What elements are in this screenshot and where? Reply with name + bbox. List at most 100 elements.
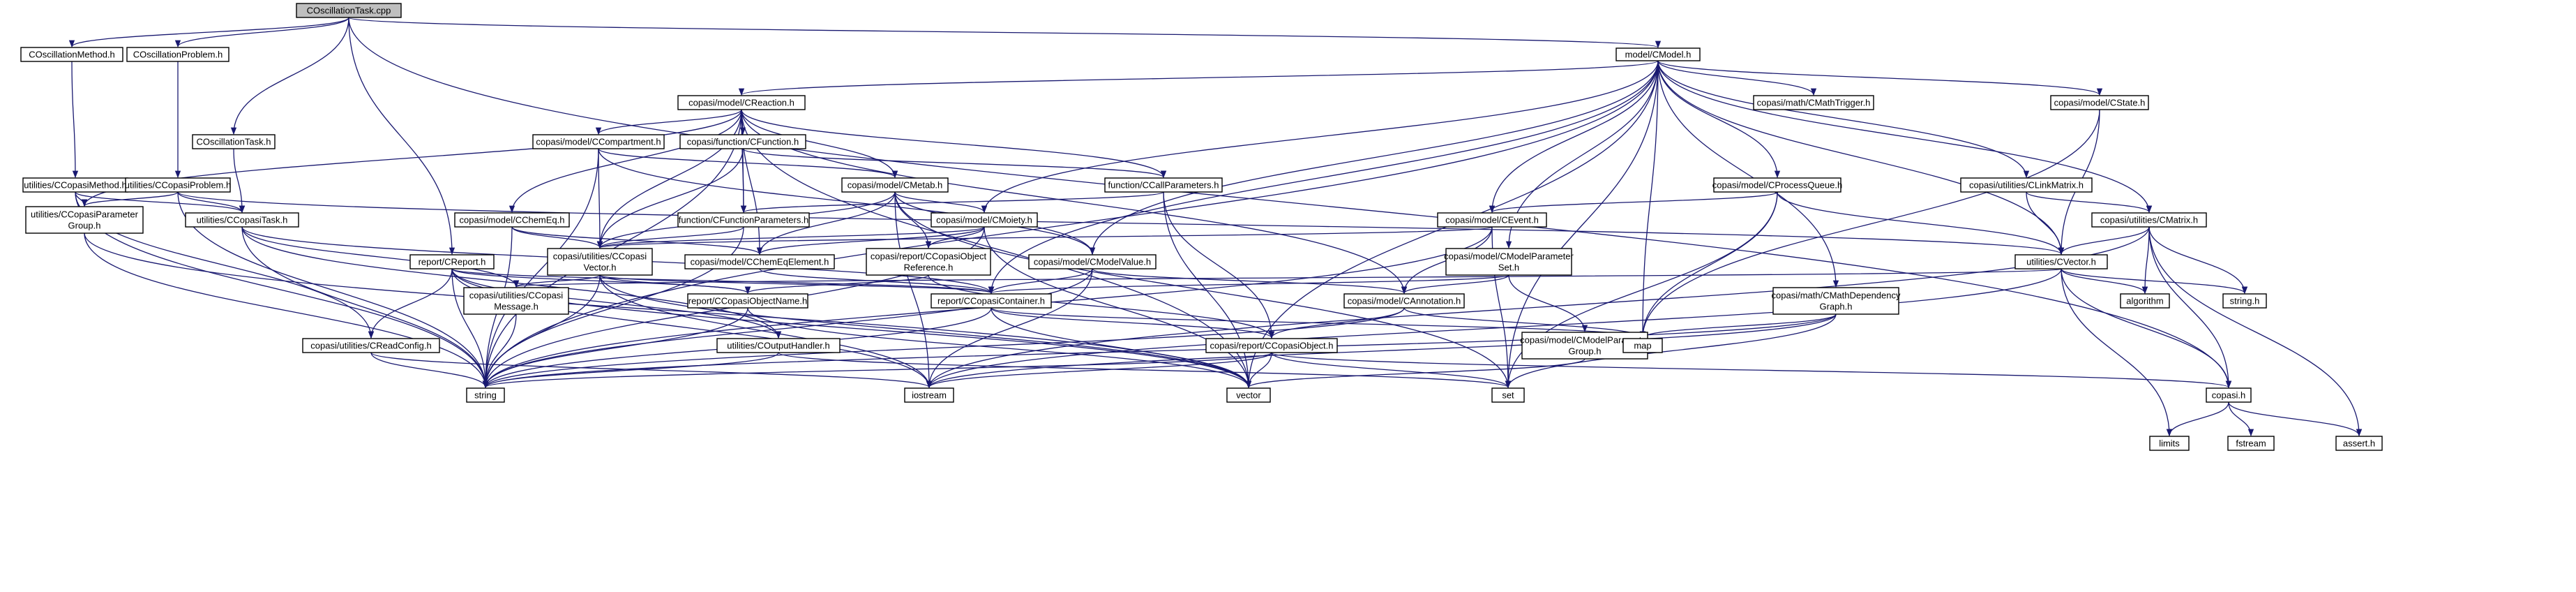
- edge-ccopasivector-to-string: [482, 274, 601, 389]
- edge-ccopasiproblem-to-string: [177, 191, 489, 389]
- node-box: [1772, 287, 1899, 315]
- node-ccopasiproblem[interactable]: utilities/CCopasiProblem.h: [125, 177, 231, 193]
- node-ccopasimethod[interactable]: utilities/CCopasiMethod.h: [22, 177, 128, 193]
- edge-clinkmatrix-to-cmatrix: [2026, 191, 2153, 214]
- node-cevent[interactable]: copasi/model/CEvent.h: [1437, 212, 1547, 228]
- edge-cmoiety-to-ccopasivector: [597, 226, 985, 249]
- edge-root-to-copasi_h: [348, 17, 2232, 389]
- node-ccopasiobject[interactable]: copasi/report/CCopasiObject.h: [1205, 338, 1338, 353]
- node-cchemeq[interactable]: copasi/model/CChemEq.h: [454, 212, 570, 228]
- node-string: string: [466, 387, 505, 403]
- node-cmodel[interactable]: model/CModel.h: [1615, 47, 1701, 61]
- node-cmathtrigger[interactable]: copasi/math/CMathTrigger.h: [1753, 95, 1874, 110]
- node-label: Group.h: [1569, 346, 1602, 356]
- edge-cvector-to-string_h: [2061, 268, 2248, 295]
- node-set: set: [1491, 387, 1525, 403]
- edge-coscillationtask-to-ccopasitask: [233, 148, 246, 214]
- edge-cmodelparamset-to-cannotation: [1401, 274, 1509, 295]
- node-box: [2091, 212, 2207, 228]
- node-coutputhandler[interactable]: utilities/COutputHandler.h: [716, 338, 841, 353]
- edge-creadconfig-to-string: [370, 352, 489, 389]
- node-label: copasi/model/CAnnotation.h: [1348, 295, 1461, 306]
- node-box: [679, 134, 806, 149]
- edge-creport-to-string: [451, 268, 489, 389]
- edge-cfunction-to-ccopasivector: [596, 148, 744, 249]
- node-label: copasi/utilities/CMatrix.h: [2100, 214, 2198, 225]
- edge-creport-to-iostream: [451, 268, 933, 389]
- node-ccopasitask[interactable]: utilities/CCopasiTask.h: [185, 212, 299, 228]
- node-creport[interactable]: report/CReport.h: [409, 254, 495, 269]
- node-cmodelvalue[interactable]: copasi/model/CModelValue.h: [1028, 254, 1157, 269]
- node-label: copasi.h: [2212, 390, 2245, 400]
- node-ccallparams[interactable]: function/CCallParameters.h: [1104, 177, 1223, 193]
- node-cvector[interactable]: utilities/CVector.h: [2014, 254, 2108, 269]
- node-label: utilities/COutputHandler.h: [727, 340, 829, 350]
- edge-cmodelvalue-to-iostream: [926, 268, 1093, 389]
- node-creadconfig[interactable]: copasi/utilities/CReadConfig.h: [302, 338, 440, 353]
- node-box: [1104, 177, 1223, 193]
- node-cmetab[interactable]: copasi/model/CMetab.h: [841, 177, 949, 193]
- node-cfuncparams[interactable]: function/CFunctionParameters.h: [677, 212, 810, 228]
- node-copasi_h[interactable]: copasi.h: [2206, 387, 2252, 403]
- node-label: vector: [1236, 390, 1261, 400]
- edge-ccopasicontainer-to-ccopasiobject: [991, 307, 1274, 339]
- edge-ccopasiproblem-to-ccopasiparamgroup: [81, 191, 179, 207]
- node-label: copasi/utilities/CLinkMatrix.h: [1969, 179, 2084, 190]
- edge-cmoiety-to-cchemeqelement: [756, 226, 985, 256]
- node-label: COscillationMethod.h: [29, 49, 115, 59]
- node-box: [1753, 95, 1874, 110]
- node-cprocessqueue[interactable]: copasi/model/CProcessQueue.h: [1712, 177, 1842, 193]
- node-coscillationtask[interactable]: COscillationTask.h: [192, 134, 276, 149]
- node-cmoiety[interactable]: copasi/model/CMoiety.h: [931, 212, 1038, 228]
- node-box: [1491, 387, 1525, 403]
- node-box: [1205, 338, 1338, 353]
- node-label: copasi/model/CModelValue.h: [1034, 256, 1151, 267]
- node-ccompartment[interactable]: copasi/model/CCompartment.h: [532, 134, 665, 149]
- node-box: [1343, 293, 1465, 309]
- node-box: [125, 177, 231, 193]
- node-cfunction[interactable]: copasi/function/CFunction.h: [679, 134, 806, 149]
- node-box: [1226, 387, 1271, 403]
- node-creaction[interactable]: copasi/model/CReaction.h: [677, 95, 806, 110]
- node-cmatrix[interactable]: copasi/utilities/CMatrix.h: [2091, 212, 2207, 228]
- edge-ccopasiproblem-to-cvector: [177, 191, 2064, 256]
- node-cosc_method[interactable]: COscillationMethod.h: [20, 47, 123, 62]
- node-box: [2206, 387, 2252, 403]
- node-cchemeqelement[interactable]: copasi/model/CChemEqElement.h: [684, 254, 835, 269]
- node-box: [687, 293, 808, 309]
- node-box: [2222, 293, 2267, 309]
- node-cstate[interactable]: copasi/model/CState.h: [2050, 95, 2149, 110]
- edge-cmodel-to-cprocessqueue: [1657, 60, 1781, 179]
- node-label: set: [1502, 390, 1514, 400]
- node-root[interactable]: COscillationTask.cpp: [296, 3, 402, 18]
- node-limits: limits: [2149, 436, 2190, 451]
- edges-layer: [69, 17, 2363, 437]
- node-label: report/CCopasiContainer.h: [937, 295, 1045, 306]
- node-label: Reference.h: [904, 262, 954, 272]
- edge-ccopasimethod-to-ccopasitask: [75, 191, 246, 214]
- edge-cmodel-to-cmathdepgraph: [1657, 60, 1839, 288]
- node-ccopasicontainer[interactable]: report/CCopasiContainer.h: [931, 293, 1052, 309]
- edge-cmathdepgraph-to-string: [483, 313, 1837, 389]
- edge-creport-to-coutputhandler: [451, 268, 782, 339]
- edge-ccompartment-to-cmetab: [598, 148, 898, 179]
- node-algorithm: algorithm: [2120, 293, 2170, 309]
- node-clinkmatrix[interactable]: copasi/utilities/CLinkMatrix.h: [1960, 177, 2093, 193]
- node-vector: vector: [1226, 387, 1271, 403]
- node-ccopasiobjectname[interactable]: report/CCopasiObjectName.h: [687, 293, 808, 309]
- node-cannotation[interactable]: copasi/model/CAnnotation.h: [1343, 293, 1465, 309]
- node-cosc_problem[interactable]: COscillationProblem.h: [126, 47, 229, 62]
- edge-cmodel-to-cvector: [1657, 60, 2065, 256]
- node-label: model/CModel.h: [1625, 49, 1692, 59]
- edge-creadconfig-to-iostream: [370, 352, 932, 389]
- node-label: string: [474, 390, 497, 400]
- edge-cmodelvalue-to-ccopasicontainer: [988, 268, 1093, 295]
- edge-creaction-to-cchemeqelement: [741, 109, 763, 256]
- node-label: copasi/model/CModelParameter: [1520, 334, 1650, 345]
